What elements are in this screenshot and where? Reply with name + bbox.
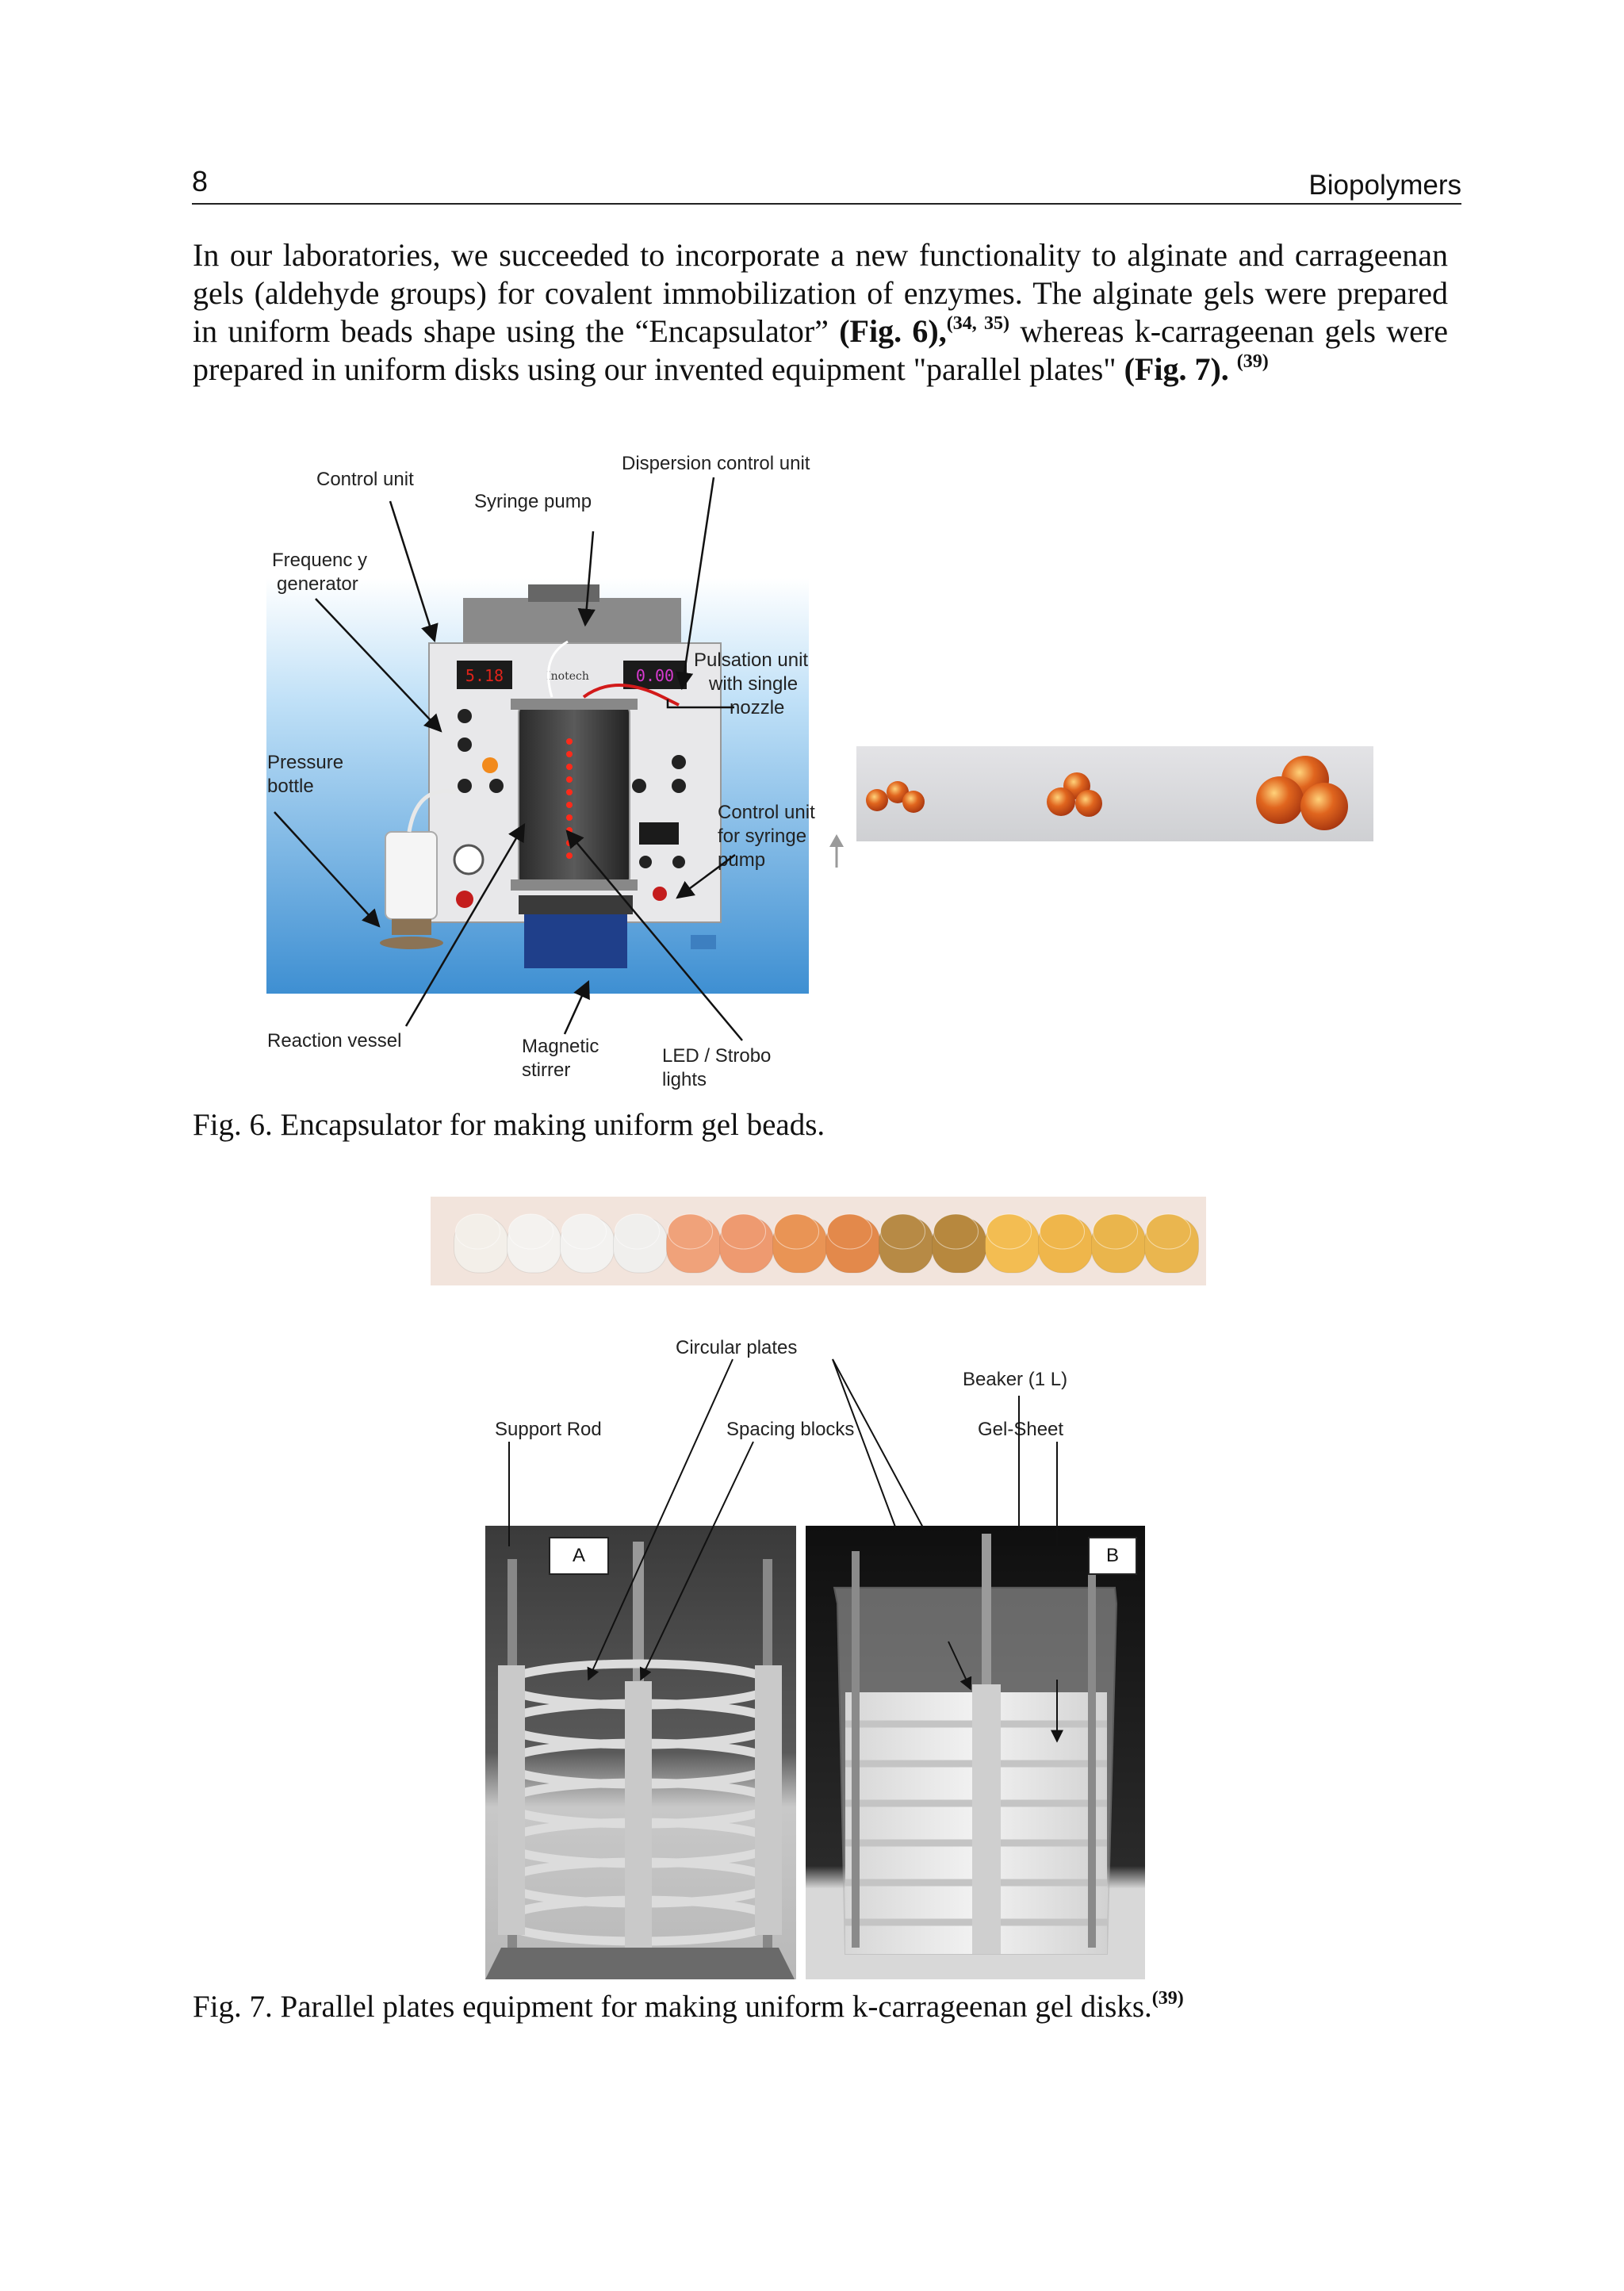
label-control-unit-syringe-1: Control unit (718, 802, 815, 823)
arrow-frequency-generator (315, 598, 442, 733)
arrow-pressure-bottle (274, 811, 381, 928)
line-spacing-blocks (639, 1441, 754, 1681)
arrow-dispersion (675, 477, 715, 691)
page-number: 8 (192, 165, 209, 197)
body-text-2: whereas k-carrageenan gels were prepared… (193, 313, 1449, 387)
gel-disks-photo (431, 1197, 1206, 1285)
gel-disk (825, 1213, 880, 1274)
header-rule (192, 203, 1461, 205)
label-pulsation-unit-2: with single (709, 673, 799, 695)
right-display-value: 0.00 (636, 666, 674, 685)
panel-b-label: B (1088, 1537, 1137, 1575)
device-brand: Inotech (546, 670, 589, 683)
parallel-plates-photo-b: B (806, 1526, 1145, 1979)
figure7-caption-citation: (39) (1151, 1988, 1184, 2009)
arrow-led (565, 829, 743, 1041)
running-title: Biopolymers (1308, 170, 1461, 201)
gel-disk (1091, 1213, 1146, 1274)
figure7-caption: Fig. 7. Parallel plates equipment for ma… (193, 1989, 1184, 2025)
left-display-value: 5.18 (465, 666, 504, 685)
gel-disk (560, 1213, 615, 1274)
label-control-unit-syringe-2: for syringe (718, 826, 807, 847)
arrow-magnetic-stirrer (563, 979, 590, 1035)
arrow-pulsation-unit (666, 699, 734, 709)
label-pulsation-unit-3: nozzle (730, 697, 785, 718)
label-pressure-bottle-2: bottle (267, 776, 314, 797)
gel-disk (613, 1213, 668, 1274)
label-magnetic-stirrer-2: stirrer (522, 1059, 571, 1081)
arrow-reaction-vessel (404, 823, 526, 1027)
gel-disk (772, 1213, 827, 1274)
label-dispersion-control-unit: Dispersion control unit (622, 453, 810, 474)
label-frequency-generator-2: generator (277, 573, 358, 595)
label-beaker: Beaker (1 L) (963, 1369, 1068, 1390)
gel-beads-photo (856, 746, 1373, 841)
label-control-unit: Control unit (316, 469, 414, 490)
figure6-caption: Fig. 6. Encapsulator for making uniform … (193, 1108, 825, 1142)
label-reaction-vessel: Reaction vessel (267, 1030, 402, 1052)
gel-disk (507, 1213, 561, 1274)
label-spacing-blocks: Spacing blocks (726, 1419, 855, 1440)
line-circular-plates-a (587, 1358, 733, 1681)
gel-disk (1144, 1213, 1199, 1274)
gel-disk (879, 1213, 933, 1274)
gray-up-arrow (829, 834, 844, 868)
label-pressure-bottle-1: Pressure (267, 752, 344, 773)
label-led-2: lights (662, 1069, 707, 1090)
gel-disk (985, 1213, 1040, 1274)
arrow-circular-plates-b (948, 1641, 972, 1691)
label-frequency-generator-1: Frequenc y (272, 550, 368, 571)
label-control-unit-syringe-3: pump (718, 849, 766, 871)
line-circular-plates-b (832, 1358, 925, 1530)
label-support-rod: Support Rod (495, 1419, 602, 1440)
label-led-1: LED / Strobo (662, 1045, 772, 1067)
line-circular-plates-c (832, 1358, 897, 1530)
gel-disk (666, 1213, 721, 1274)
label-syringe-pump: Syringe pump (474, 491, 592, 512)
label-circular-plates: Circular plates (676, 1337, 798, 1358)
label-gel-sheet: Gel-Sheet (978, 1419, 1064, 1440)
figure7-caption-text: Fig. 7. Parallel plates equipment for ma… (193, 1990, 1152, 2024)
fig7-citation: (39) (1236, 351, 1269, 372)
parallel-plates-photo-a: A (485, 1526, 796, 1979)
arrow-syringe-control (676, 853, 736, 899)
arrow-control-unit (389, 500, 439, 643)
encapsulator-photo: 5.18 0.00 Inotech (266, 578, 809, 994)
fig7-reference: (Fig. 7). (1124, 351, 1229, 387)
fig6-citation: (34, 35) (946, 313, 1010, 334)
label-pulsation-unit-1: Pulsation unit (694, 649, 809, 671)
gel-disk (454, 1213, 508, 1274)
body-text-1: In our laboratories, we succeeded to inc… (193, 237, 1448, 349)
body-paragraph: In our laboratories, we succeeded to inc… (193, 236, 1448, 389)
label-magnetic-stirrer-1: Magnetic (522, 1036, 599, 1057)
fig6-reference: (Fig. 6), (839, 313, 947, 349)
panel-a-label: A (549, 1537, 609, 1575)
arrow-syringe-pump (577, 531, 596, 627)
gel-disk (1038, 1213, 1093, 1274)
